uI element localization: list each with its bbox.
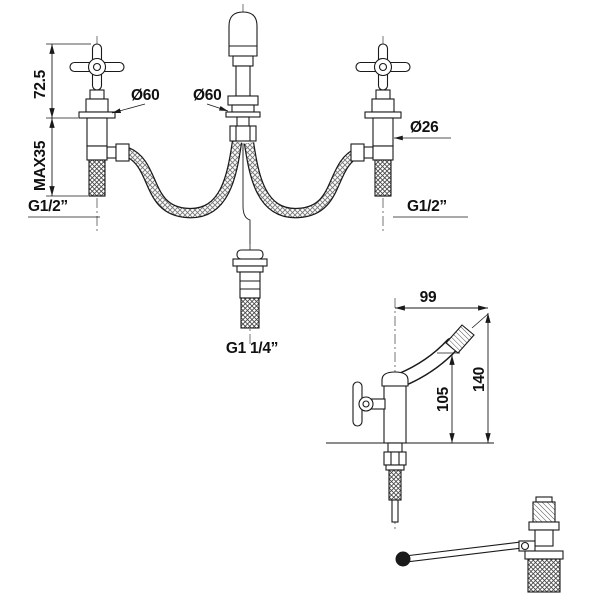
dim-99-label: 99 [420,289,437,306]
dim-72-5-label: 72.5 [32,69,49,99]
popup-rod [242,144,251,250]
right-valve-body [350,89,402,197]
center-spout [225,4,261,250]
left-cross-handle [69,43,125,91]
dimension-max35: MAX35 [32,118,88,197]
side-view [326,298,494,532]
spout-head [228,11,258,57]
spout-base-nut [227,95,259,106]
dimension-99: 99 [395,289,489,329]
side-thread-tail [388,469,402,501]
dimension-72-5: 72.5 [32,43,91,119]
dia60-center-label: Ø60 [193,87,221,104]
waste-side-flange [524,550,564,560]
popup-waste-front [232,244,268,344]
thread-right-label: G1/2” [407,198,447,215]
dimension-140: 140 [471,313,491,443]
dim-105-label: 105 [435,386,452,412]
right-cross-handle [355,43,411,91]
left-hose-braid [125,141,241,218]
waste-side-cap-top [535,496,553,503]
side-cross-handle [352,381,386,427]
dimension-105: 105 [435,352,460,443]
waste-flange [232,258,268,267]
side-below-deck [383,442,407,523]
label-dia26: Ø26 [394,119,451,141]
label-g12-right: G1/2” [393,198,468,218]
waste-lever-rod [404,541,523,563]
label-g114: G1 1/4” [226,340,278,357]
dim-max35-label: MAX35 [32,140,49,191]
waste-thread-label: G1 1/4” [226,340,278,357]
label-dia60-left: Ø60 [111,87,160,114]
right-valve-thread-tail [374,159,392,197]
left-valve [69,36,130,232]
waste-lever-knob [395,551,411,567]
right-hose-braid [245,142,361,218]
label-g12-left: G1/2” [28,198,100,218]
spout-escutcheon [225,111,261,118]
side-spout-aerator [445,324,475,354]
left-valve-thread-tail [88,159,106,197]
side-body [383,385,407,444]
waste-side-cap [532,501,556,523]
thread-left-label: G1/2” [28,198,68,215]
side-body-cap [381,371,409,387]
waste-side-thread [527,558,561,593]
dia60-left-label: Ø60 [131,87,159,104]
waste-lever-detail [395,496,564,593]
waste-cap [236,249,264,260]
flexible-hoses [124,141,362,219]
waste-thread-body [240,297,260,329]
dim-140-label: 140 [471,367,488,392]
label-dia60-center: Ø60 [193,87,229,112]
right-valve [350,36,411,232]
dia26-label: Ø26 [410,119,439,136]
left-valve-body [78,89,130,197]
